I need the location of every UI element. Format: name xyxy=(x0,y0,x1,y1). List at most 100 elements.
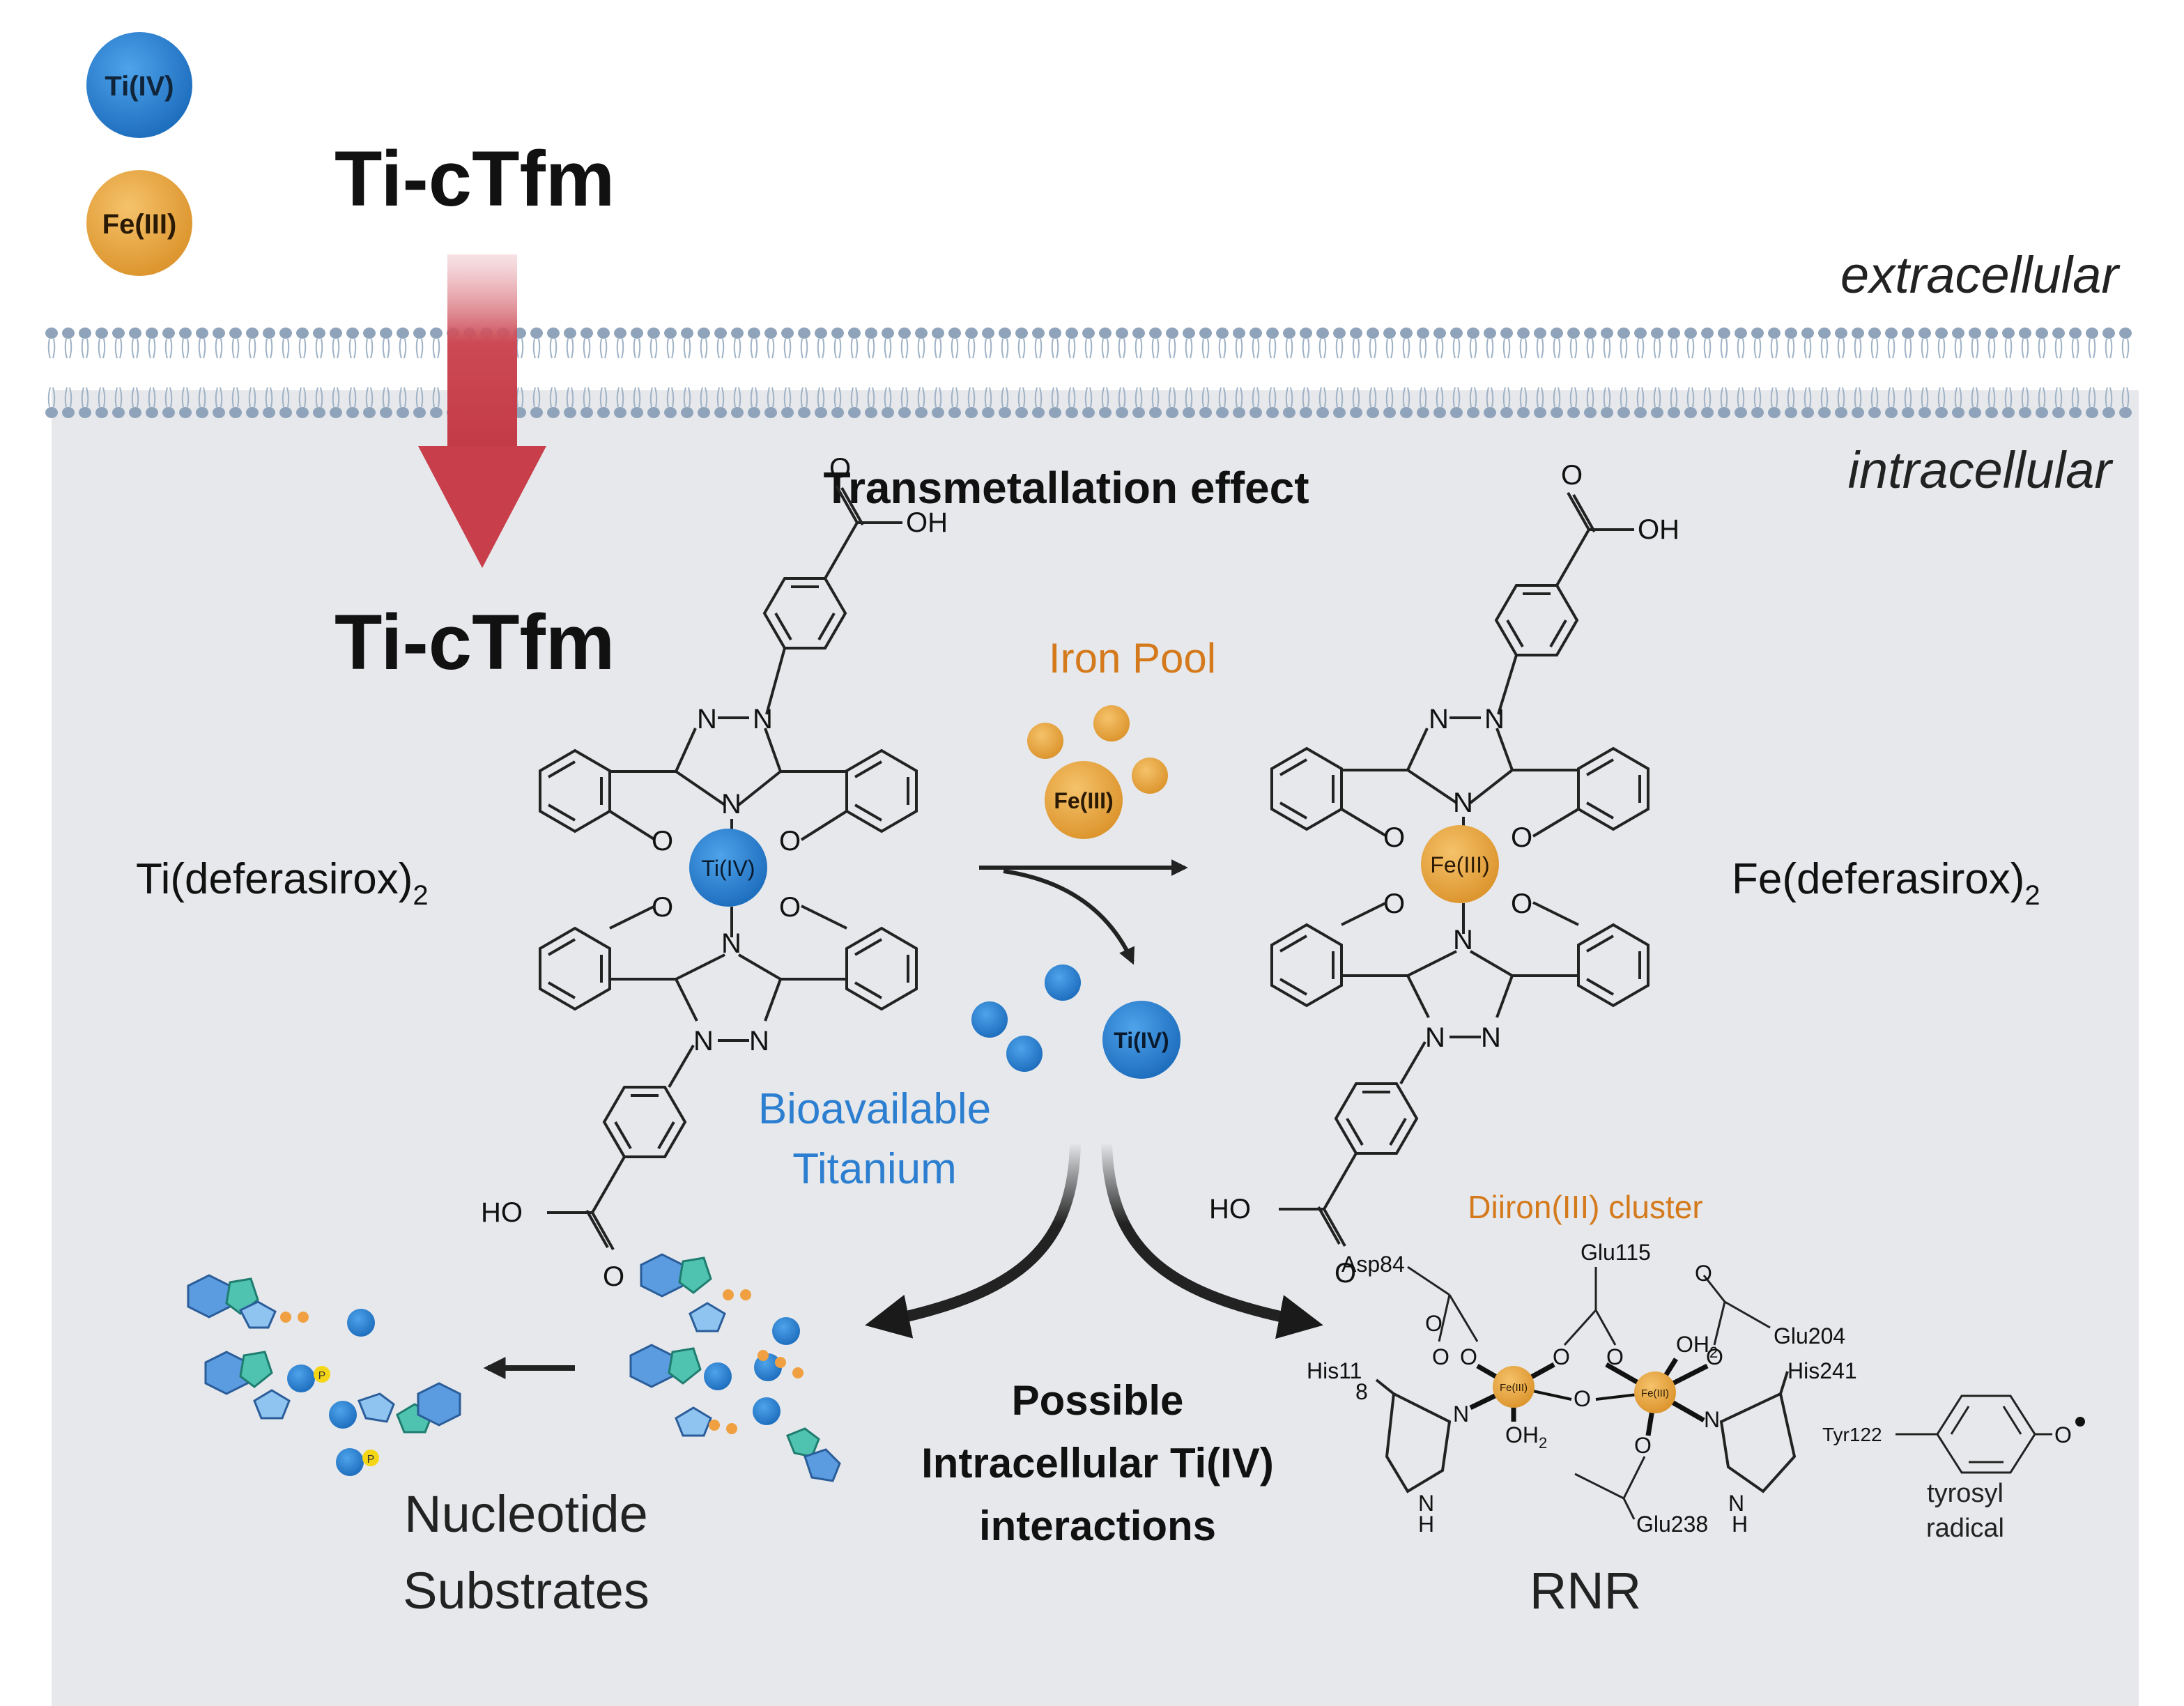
lipid-head-outer xyxy=(1817,327,1831,359)
atom-o: O xyxy=(1425,1311,1443,1336)
lipid-head-outer xyxy=(1399,327,1413,359)
phosphate-tag xyxy=(314,1366,330,1383)
lipid-head-outer xyxy=(563,327,577,359)
lipid-head-outer xyxy=(312,327,326,359)
atom-n: N xyxy=(753,704,773,735)
lipid-head-outer xyxy=(580,327,594,359)
lipid-head-outer xyxy=(663,327,677,359)
atom-oh: OH xyxy=(1638,514,1679,545)
lipid-head-outer xyxy=(1349,327,1363,359)
ti-cTfm-top-title: Ti-cTfm xyxy=(334,135,615,222)
phosphate-label: P xyxy=(367,1454,375,1466)
lipid-head-outer xyxy=(1583,327,1597,359)
lipid-head-outer xyxy=(1767,327,1781,359)
intracellular-region xyxy=(52,390,2139,1706)
lipid-head-outer xyxy=(914,327,928,359)
nucleotide-group-left: P P xyxy=(187,1274,461,1476)
extracellular-label: extracellular xyxy=(1840,246,2121,304)
lipid-head-outer xyxy=(747,327,761,359)
ti-legend-label: Ti(IV) xyxy=(105,71,174,102)
lipid-head-outer xyxy=(630,327,644,359)
lipid-head-outer xyxy=(2118,327,2132,359)
lipid-head-outer xyxy=(295,327,309,359)
ti-ion xyxy=(287,1365,315,1392)
lipid-head-outer xyxy=(1466,327,1480,359)
residue-glu204: Glu204 xyxy=(1774,1323,1845,1348)
lipid-head-outer xyxy=(212,327,226,359)
ti-ion xyxy=(772,1317,800,1345)
tyrosyl-line2: radical xyxy=(1926,1514,2004,1543)
atom-n: N xyxy=(1429,704,1449,735)
lipid-head-outer xyxy=(1784,327,1798,359)
radical-dot xyxy=(2075,1417,2085,1427)
rnr-label: RNR xyxy=(1530,1562,1641,1620)
lipid-head-outer xyxy=(1416,327,1430,359)
lipid-head-outer xyxy=(546,327,560,359)
lipid-head-outer xyxy=(145,327,159,359)
lipid-head-outer xyxy=(2085,327,2099,359)
interactions-line3: interactions xyxy=(979,1503,1216,1549)
atom-n: N xyxy=(1484,704,1505,735)
atom-nh: N xyxy=(1418,1491,1434,1516)
atom-o: O xyxy=(1460,1344,1477,1369)
lipid-head-outer xyxy=(1316,327,1330,359)
lipid-head-outer xyxy=(2035,327,2049,359)
lipid-head-outer xyxy=(847,327,861,359)
lipid-head-outer xyxy=(195,327,209,359)
interactions-line2: Intracellular Ti(IV) xyxy=(921,1440,1274,1486)
atom-n: N xyxy=(1425,1022,1445,1053)
lipid-head-outer xyxy=(1567,327,1581,359)
phosphate xyxy=(709,1420,720,1431)
ti-complex-name: Ti(deferasirox)2 xyxy=(136,855,429,911)
phosphate xyxy=(298,1312,309,1323)
iron-pool-ions: Fe(III) xyxy=(1027,705,1168,839)
phosphate-tag xyxy=(362,1450,379,1466)
lipid-head-outer xyxy=(1550,327,1564,359)
atom-o: O xyxy=(1432,1344,1449,1369)
atom-o: O xyxy=(1695,1261,1712,1286)
atom-o: O xyxy=(1511,822,1532,853)
ti-ion xyxy=(1006,1036,1043,1072)
lipid-head-outer xyxy=(1215,327,1229,359)
fe-atom-1 xyxy=(1493,1366,1535,1408)
residue-glu238: Glu238 xyxy=(1636,1512,1708,1537)
lipid-head-outer xyxy=(1249,327,1263,359)
atom-o: O xyxy=(829,453,851,484)
lipid-head-outer xyxy=(530,327,544,359)
fe-atom-2 xyxy=(1634,1371,1676,1413)
lipid-head-outer xyxy=(262,327,276,359)
lipid-head-outer xyxy=(1182,327,1196,359)
branch-arrow-left xyxy=(865,1142,1081,1339)
lipid-head-outer xyxy=(1031,327,1045,359)
atom-o: O xyxy=(1574,1386,1591,1411)
lipid-head-outer xyxy=(1483,327,1497,359)
residue-asp84: Asp84 xyxy=(1341,1252,1405,1277)
phosphate xyxy=(726,1423,737,1434)
aqua-ligand-top: OH2 xyxy=(1676,1332,1718,1361)
fe-ion xyxy=(1027,723,1063,759)
lipid-head-outer xyxy=(1433,327,1447,359)
lipid-head-outer xyxy=(1884,327,1898,359)
lipid-head-outer xyxy=(948,327,962,359)
lipid-head-outer xyxy=(1985,327,1999,359)
lipid-head-outer xyxy=(730,327,744,359)
atom-n: N xyxy=(749,1026,769,1056)
phosphate xyxy=(280,1312,291,1323)
lipid-head-outer xyxy=(329,327,343,359)
lipid-head-outer xyxy=(1232,327,1246,359)
lipid-head-outer xyxy=(2068,327,2082,359)
nucleotide-line1: Nucleotide xyxy=(404,1485,648,1543)
ti-ion xyxy=(753,1397,780,1425)
lipid-head-outer xyxy=(1332,327,1346,359)
fe-deferasirox-structure: O OH N N N O O O O Fe(III) N N xyxy=(1209,460,1679,1289)
ti-ion xyxy=(347,1309,375,1337)
ti-ion xyxy=(329,1401,357,1429)
atom-n: N xyxy=(697,704,717,735)
ti-ion xyxy=(971,1001,1008,1038)
ti-legend-dot xyxy=(86,32,192,138)
phosphate xyxy=(723,1289,734,1300)
lipid-head-outer xyxy=(379,327,393,359)
lipid-head-outer xyxy=(229,327,243,359)
lipid-head-outer xyxy=(797,327,811,359)
atom-n: N xyxy=(1453,1401,1469,1427)
